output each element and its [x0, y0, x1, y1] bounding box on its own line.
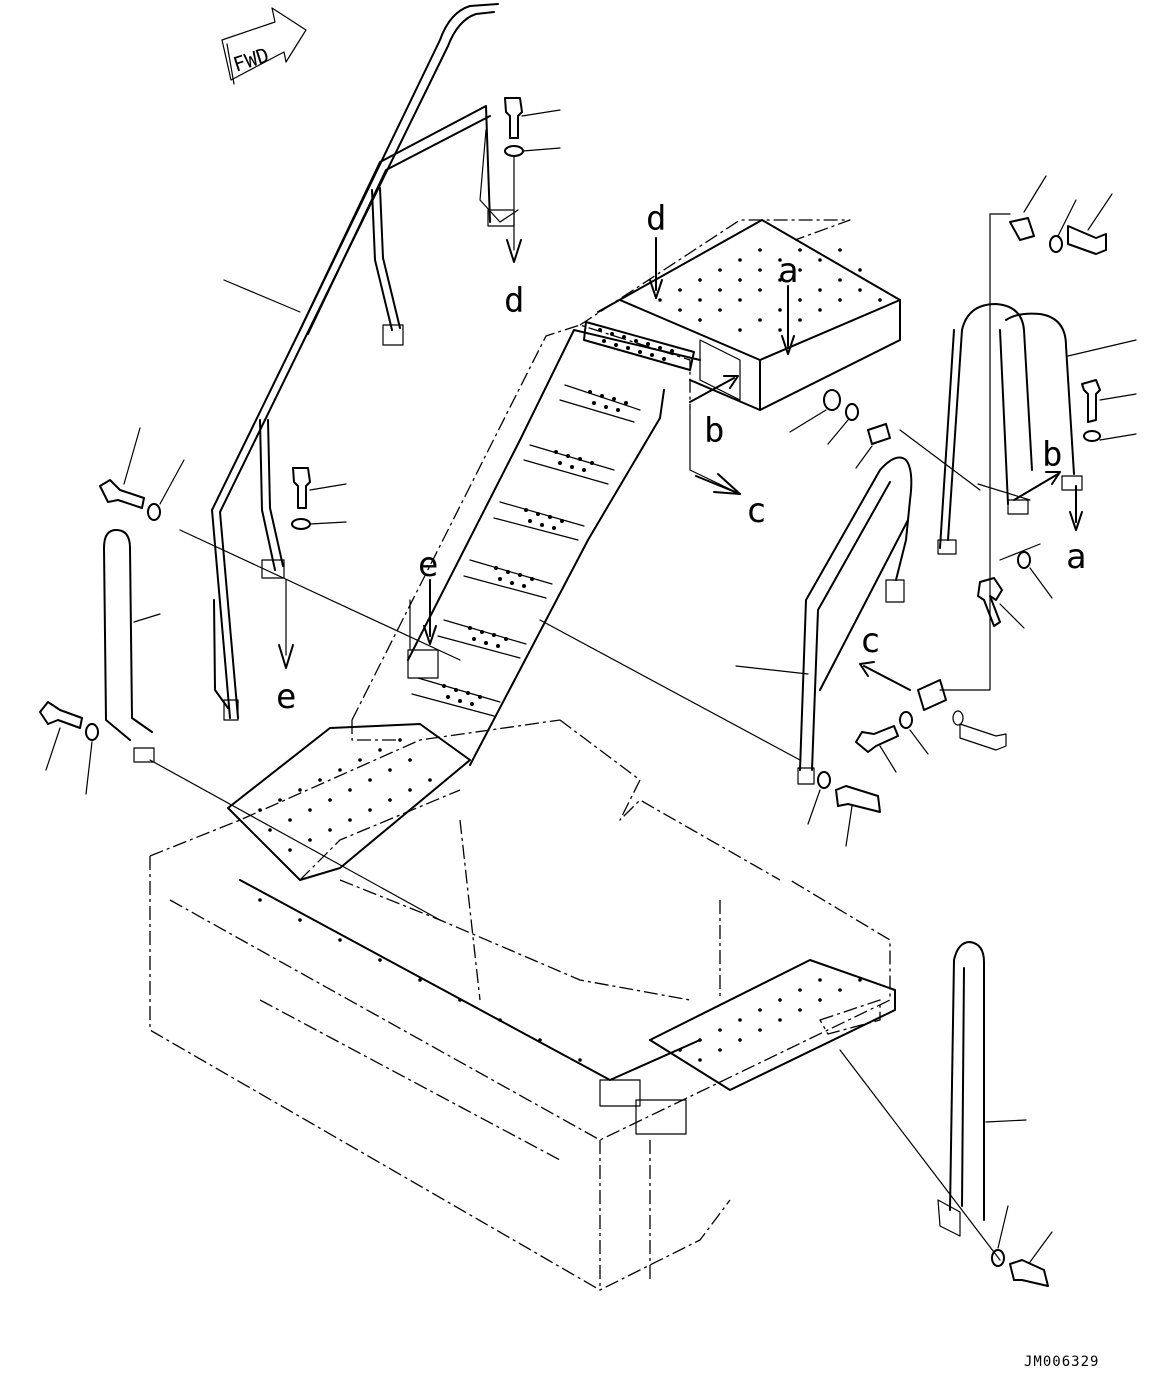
grab-rail-right-lower: [937, 941, 1027, 1237]
bolt-upper: [504, 97, 561, 263]
forward-label: FWD: [230, 43, 272, 77]
callout-c-box: c: [746, 491, 766, 531]
forward-direction-arrow: FWD: [221, 7, 307, 85]
callout-d-post: d: [504, 281, 524, 321]
step-perforations: [442, 328, 674, 706]
callout-c-rail: c: [860, 621, 880, 661]
stair-assembly: [351, 321, 701, 766]
long-handrail: [211, 3, 519, 721]
grab-rail-right-upper: [937, 303, 1137, 555]
callout-d-top: d: [646, 199, 666, 239]
callout-e-step: e: [418, 545, 438, 585]
machine-base-frame: [149, 719, 896, 1291]
platform-perforations: [658, 248, 882, 332]
drawing-code: JM006329: [1024, 1354, 1099, 1370]
grab-rail-right-middle: [735, 456, 913, 785]
deck-perforations: [258, 738, 862, 1062]
callout-b-rail: b: [1042, 435, 1062, 475]
callout-arrows: [423, 237, 1083, 691]
hardware-right: [789, 175, 1137, 1287]
assembly-leader-lines: [149, 213, 1041, 1261]
small-grab-handle-left: [39, 427, 185, 795]
callout-a-top: a: [778, 251, 798, 291]
callout-labels: d a b c d e e b a c: [276, 199, 1086, 717]
callout-e-left: e: [276, 677, 296, 717]
bolt-middle: [278, 467, 347, 669]
callout-a-rail: a: [1066, 537, 1086, 577]
upper-platform-box: [579, 219, 901, 411]
callout-b-box: b: [704, 411, 724, 451]
